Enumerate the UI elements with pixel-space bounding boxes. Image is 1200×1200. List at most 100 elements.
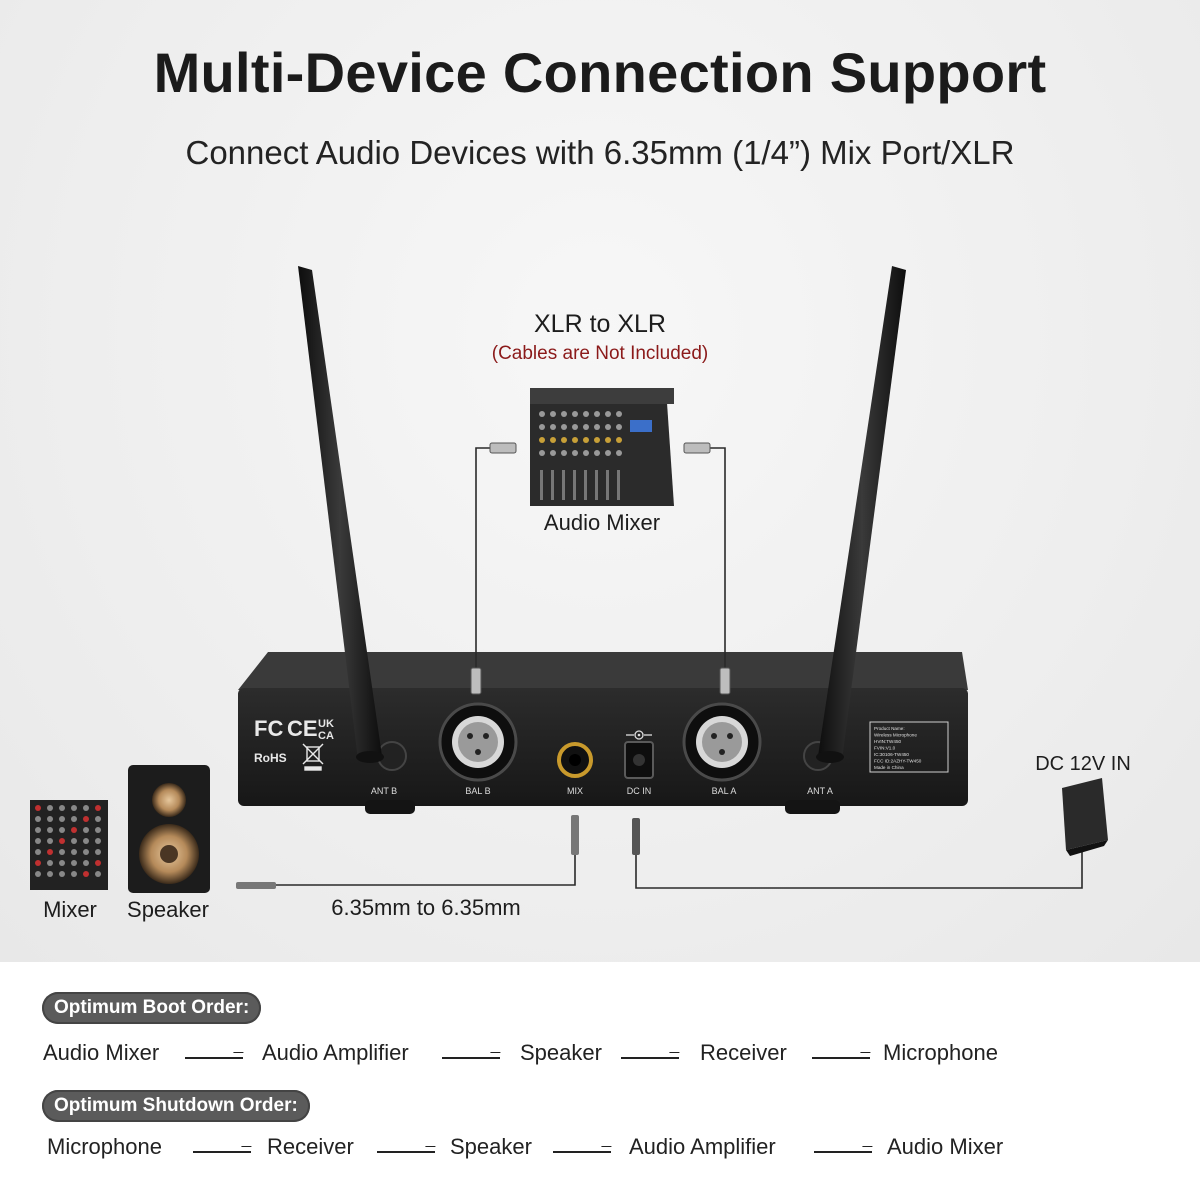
xlr-plug-bal-a (719, 667, 731, 695)
shutdown-order-heading: Optimum Shutdown Order: (42, 1090, 310, 1122)
small-mixer-knob (35, 871, 41, 877)
arrow-right-icon (814, 1146, 878, 1158)
audio-mixer-device (530, 388, 674, 506)
xlr-cable-note: (Cables are Not Included) (492, 343, 709, 364)
mixer-fader (573, 470, 576, 500)
arrow-right-icon (377, 1146, 441, 1158)
small-mixer-knob (71, 827, 77, 833)
small-mixer-knob (35, 860, 41, 866)
small-mixer-knob (35, 805, 41, 811)
port-label-bal-b: BAL B (465, 786, 490, 796)
mixer-knob (539, 450, 545, 456)
small-mixer-knob (47, 805, 53, 811)
mixer-fader (584, 470, 587, 500)
mixer-knob (616, 411, 622, 417)
order-step: Audio Mixer (887, 1134, 1004, 1159)
receiver-unit: ANT B BAL B MIX DC IN BAL A ANT A FC CE … (238, 652, 968, 814)
mixer-knob (550, 411, 556, 417)
small-mixer-device (30, 800, 108, 890)
mixer-knob (594, 437, 600, 443)
small-mixer-knob (71, 860, 77, 866)
mixer-fader (540, 470, 543, 500)
small-mixer-knob (35, 838, 41, 844)
small-mixer-knob (47, 871, 53, 877)
small-mixer-knob (95, 860, 101, 866)
mixer-knob (572, 450, 578, 456)
small-mixer-knob (35, 827, 41, 833)
small-mixer-knob (47, 827, 53, 833)
order-step: Speaker (520, 1040, 602, 1065)
mixer-knob (605, 424, 611, 430)
sticker-line: Made in China (874, 765, 904, 770)
jack-plug-mixer (236, 882, 276, 889)
dc-plug (632, 818, 640, 855)
small-mixer-knob (59, 871, 65, 877)
small-mixer-knob (35, 849, 41, 855)
mixer-fader (617, 470, 620, 500)
sticker-line: FCC ID:2AZHY-TW450 (874, 759, 922, 764)
mixer-knob (583, 424, 589, 430)
boot-order-heading: Optimum Boot Order: (42, 992, 262, 1024)
arrow-right-icon (193, 1146, 257, 1158)
order-step: Speaker (450, 1134, 532, 1159)
small-mixer-knob (47, 816, 53, 822)
order-step: Audio Amplifier (629, 1134, 776, 1159)
port-label-dc-in: DC IN (627, 786, 652, 796)
small-mixer-knob (71, 816, 77, 822)
small-mixer-knob (95, 816, 101, 822)
mixer-knob (539, 411, 545, 417)
mixer-knob (605, 437, 611, 443)
mixer-knob (594, 450, 600, 456)
arrow-right-icon (812, 1052, 876, 1064)
mixer-knob (616, 424, 622, 430)
mixer-knob (594, 411, 600, 417)
port-label-ant-a: ANT A (807, 786, 833, 796)
small-mixer-knob (83, 827, 89, 833)
page-title: Multi-Device Connection Support (153, 41, 1047, 104)
mixer-knob (561, 411, 567, 417)
mixer-fader (606, 470, 609, 500)
page-subtitle: Connect Audio Devices with 6.35mm (1/4”)… (185, 134, 1015, 171)
order-step: Microphone (47, 1134, 162, 1159)
small-mixer-knob (71, 849, 77, 855)
sticker-line: Product Name: (874, 726, 905, 731)
small-mixer-knob (59, 838, 65, 844)
mixer-fader (562, 470, 565, 500)
mixer-knob (583, 411, 589, 417)
jack-cable-label: 6.35mm to 6.35mm (331, 895, 521, 920)
small-mixer-knob (83, 860, 89, 866)
xlr-plug-bal-b (470, 667, 482, 695)
product-sticker (869, 721, 949, 773)
small-mixer-knob (71, 871, 77, 877)
small-mixer-knob (47, 849, 53, 855)
bal-b-xlr-port (438, 702, 518, 782)
port-label-bal-a: BAL A (712, 786, 737, 796)
small-mixer-knob (83, 838, 89, 844)
jack-cable (275, 855, 576, 886)
mixer-knob (616, 437, 622, 443)
small-mixer-knob (59, 860, 65, 866)
small-mixer-knob (59, 805, 65, 811)
small-mixer-knob (47, 860, 53, 866)
bal-a-xlr-port (682, 702, 762, 782)
order-step: Receiver (267, 1134, 354, 1159)
mixer-knob (572, 411, 578, 417)
speaker-label: Speaker (127, 897, 209, 922)
mixer-knob (539, 437, 545, 443)
order-step: Audio Amplifier (262, 1040, 409, 1065)
xlr-cable-left (475, 447, 492, 668)
small-mixer-knob (47, 838, 53, 844)
sticker-line: Wireless Microphone (874, 733, 917, 738)
dc-input-label: DC 12V IN (1035, 753, 1131, 775)
mixer-fader (551, 470, 554, 500)
xlr-title: XLR to XLR (534, 310, 666, 338)
ce-mark: CE (287, 716, 318, 741)
mixer-knob (583, 450, 589, 456)
speaker-device (128, 765, 210, 893)
small-mixer-knob (59, 849, 65, 855)
mixer-knob (605, 450, 611, 456)
port-label-ant-b: ANT B (371, 786, 397, 796)
small-mixer-knob (83, 816, 89, 822)
small-mixer-knob (95, 849, 101, 855)
power-adapter (1062, 778, 1108, 856)
